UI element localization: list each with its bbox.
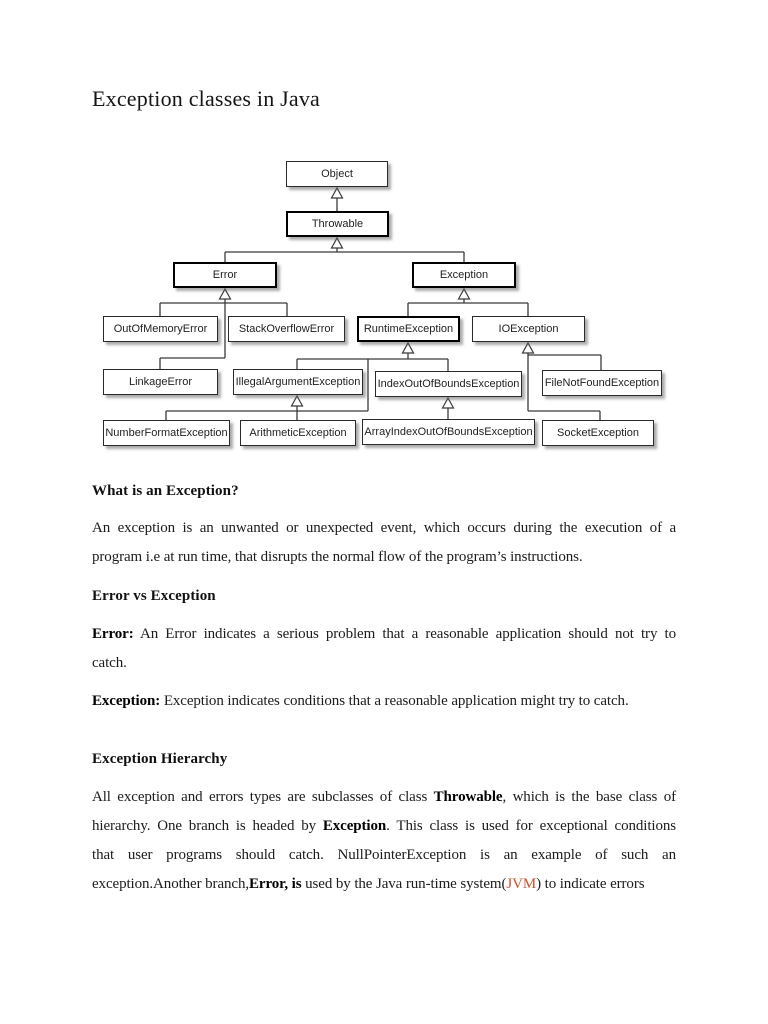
text-line: program i.e at run time, that disrupts t… bbox=[92, 543, 676, 572]
body-text: . This class is used for exceptional con… bbox=[386, 818, 677, 834]
body-text: Exception indicates conditions that a re… bbox=[160, 693, 629, 709]
diagram-node-object: Object bbox=[286, 161, 388, 187]
diagram-node-file-not-found-exception: FileNotFoundException bbox=[542, 370, 662, 396]
exception-para: Exception: Exception indicates condition… bbox=[92, 687, 676, 716]
text-line: Exception: Exception indicates condition… bbox=[92, 687, 676, 716]
inheritance-arrowhead bbox=[441, 396, 455, 409]
bold-text: Exception bbox=[322, 818, 387, 834]
body-text: that user programs should catch. NullPoi… bbox=[92, 847, 676, 863]
bold-text: Exception: bbox=[92, 693, 161, 709]
error-para: Error: An Error indicates a serious prob… bbox=[92, 620, 676, 678]
diagram-node-out-of-memory-error: OutOfMemoryError bbox=[103, 316, 218, 342]
connector-svg bbox=[159, 186, 602, 420]
diagram-node-linkage-error: LinkageError bbox=[103, 369, 218, 395]
body-text: An exception is an unwanted or unexpecte… bbox=[92, 520, 676, 536]
jvm-highlight: JVM bbox=[506, 876, 537, 892]
bold-text: Error, is bbox=[249, 876, 302, 892]
inheritance-arrowhead bbox=[401, 341, 415, 354]
body-text: All exception and errors types are subcl… bbox=[92, 789, 434, 805]
inheritance-arrowhead bbox=[218, 287, 232, 300]
diagram-node-throwable: Throwable bbox=[286, 211, 389, 237]
diagram-node-index-out-of-bounds-exception: IndexOutOfBoundsException bbox=[375, 371, 522, 397]
what-para: An exception is an unwanted or unexpecte… bbox=[92, 514, 676, 572]
vs-heading: Error vs Exception bbox=[92, 588, 216, 604]
body-text: hierarchy. One branch is headed by bbox=[92, 818, 323, 834]
text-line: exception.Another branch,Error, is used … bbox=[92, 870, 676, 899]
text-line: catch. bbox=[92, 649, 676, 678]
diagram-node-stack-overflow-error: StackOverflowError bbox=[228, 316, 345, 342]
hierarchy-para: All exception and errors types are subcl… bbox=[92, 783, 676, 899]
inheritance-arrowhead bbox=[330, 186, 344, 199]
bold-text: Throwable bbox=[433, 789, 503, 805]
inheritance-arrowhead bbox=[521, 341, 535, 354]
diagram-node-error: Error bbox=[173, 262, 277, 288]
body-text: An Error indicates a serious problem tha… bbox=[133, 626, 676, 642]
diagram-node-array-index-out-of-bounds-exception: ArrayIndexOutOfBoundsException bbox=[362, 419, 535, 445]
inheritance-arrowhead bbox=[330, 236, 344, 249]
body-text: catch. bbox=[92, 655, 127, 671]
diagram-node-exception: Exception bbox=[412, 262, 516, 288]
diagram-node-io-exception: IOException bbox=[472, 316, 585, 342]
body-text: program i.e at run time, that disrupts t… bbox=[92, 549, 583, 565]
page-title: Exception classes in Java bbox=[92, 86, 320, 111]
text-line: All exception and errors types are subcl… bbox=[92, 783, 676, 812]
text-line: hierarchy. One branch is headed by Excep… bbox=[92, 812, 676, 841]
diagram-node-arithmetic-exception: ArithmeticException bbox=[240, 420, 356, 446]
body-text: ) to indicate errors bbox=[536, 876, 645, 892]
diagram-node-number-format-exception: NumberFormatException bbox=[103, 420, 230, 446]
text-line: Error: An Error indicates a serious prob… bbox=[92, 620, 676, 649]
text-line: An exception is an unwanted or unexpecte… bbox=[92, 514, 676, 543]
diagram-node-runtime-exception: RuntimeException bbox=[357, 316, 460, 342]
content-column: What is an Exception? An exception is an … bbox=[92, 475, 676, 899]
body-text: used by the Java run-time system( bbox=[301, 876, 507, 892]
diagram-node-socket-exception: SocketException bbox=[542, 420, 654, 446]
body-text: exception.Another branch, bbox=[92, 876, 250, 892]
what-heading: What is an Exception? bbox=[92, 483, 239, 499]
hierarchy-heading: Exception Hierarchy bbox=[92, 751, 228, 767]
text-line: that user programs should catch. NullPoi… bbox=[92, 841, 676, 870]
body-text: , which is the base class of bbox=[502, 789, 676, 805]
inheritance-arrowhead bbox=[290, 394, 304, 407]
inheritance-arrowhead bbox=[457, 287, 471, 300]
diagram-node-illegal-argument-exception: IllegalArgumentException bbox=[233, 369, 363, 395]
bold-text: Error: bbox=[92, 626, 134, 642]
